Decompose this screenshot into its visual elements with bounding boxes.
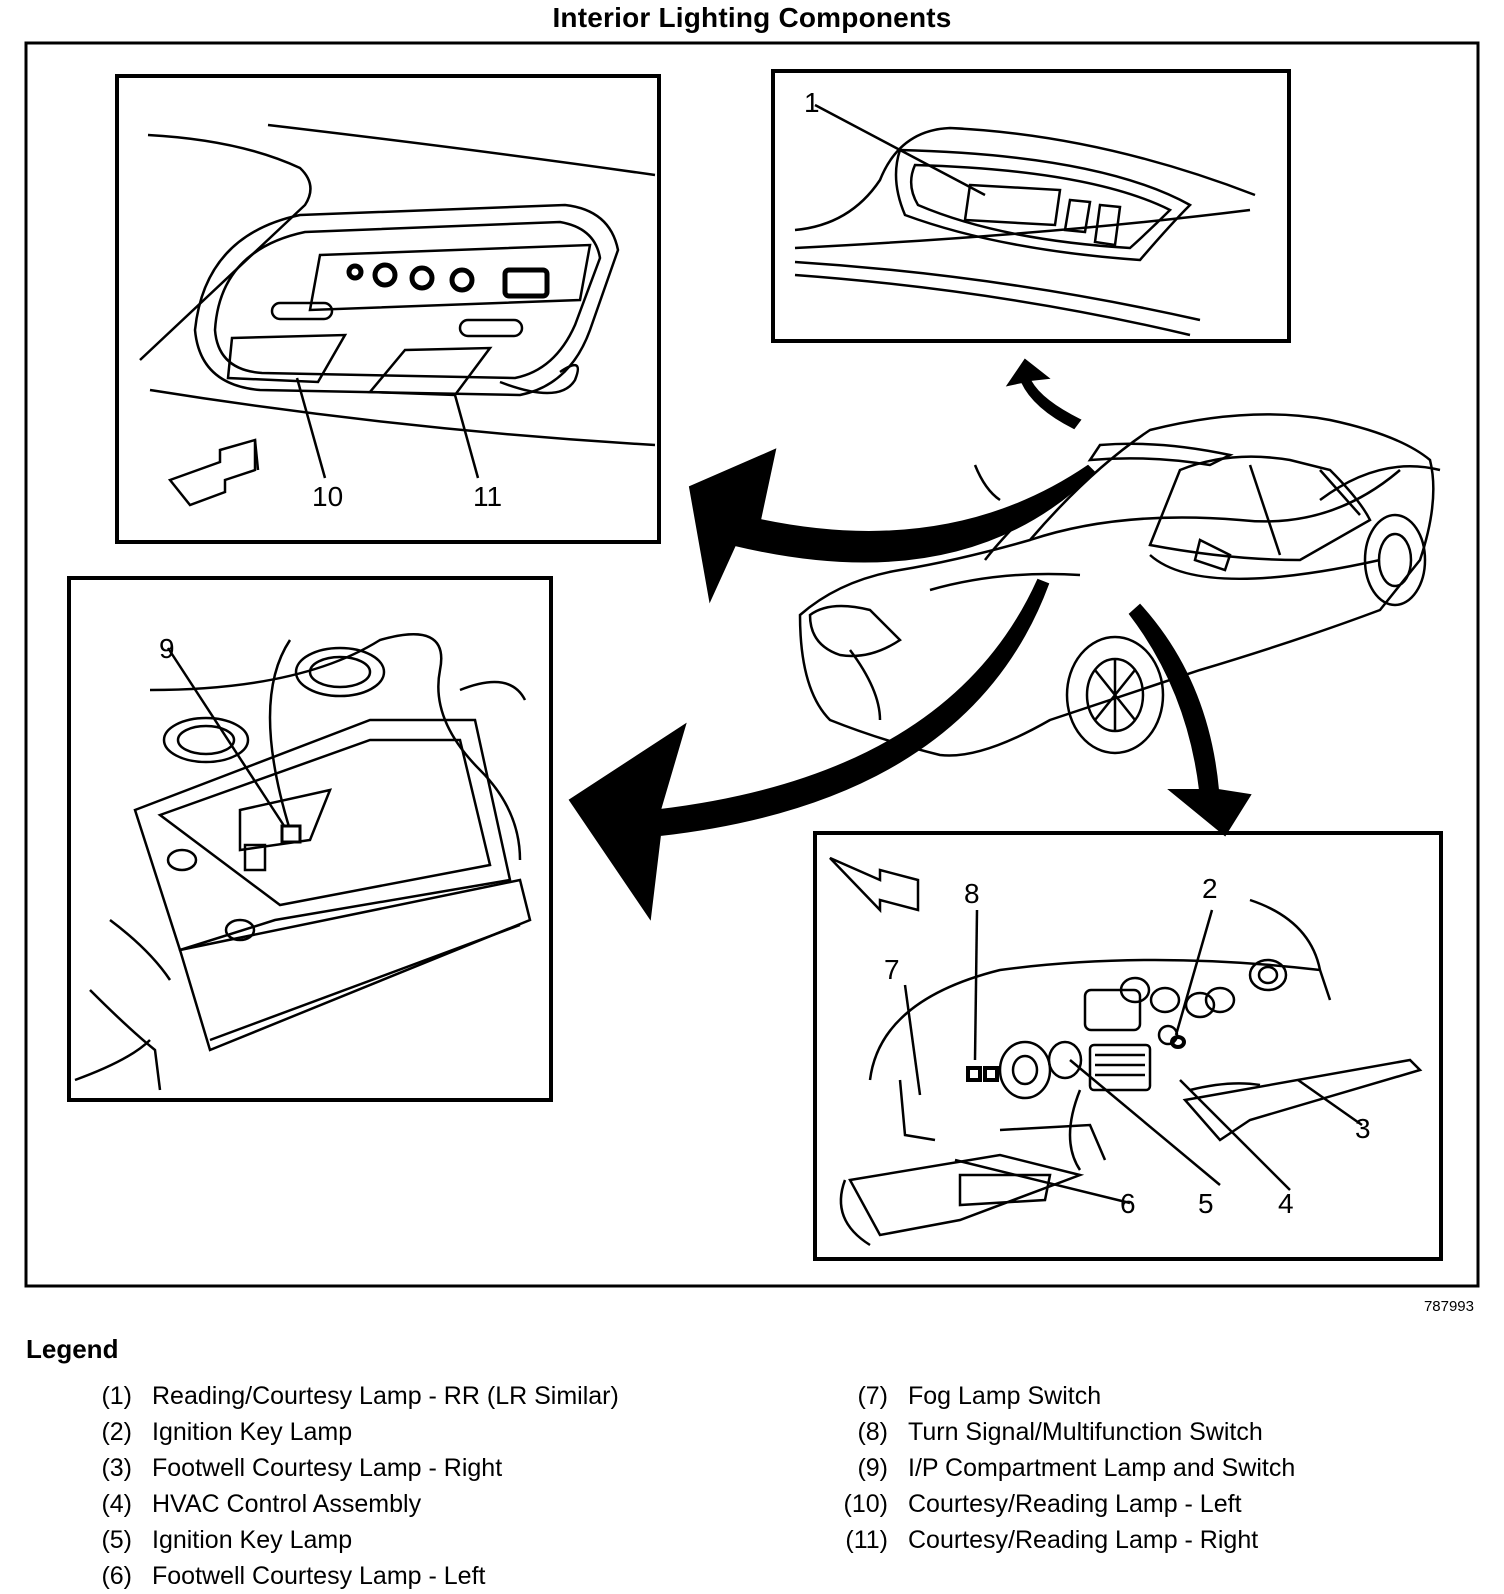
panel-overhead-console [115,74,661,544]
callout-8: 8 [964,878,980,909]
legend-left-column: (1)Reading/Courtesy Lamp - RR (LR Simila… [76,1378,619,1594]
interior-lighting-diagram: 1 2 3 4 5 6 7 8 9 10 11 [24,41,1480,1288]
callout-6: 6 [1120,1188,1136,1219]
callout-7: 7 [884,954,900,985]
callout-1: 1 [804,87,820,118]
figure-id: 787993 [1423,1298,1474,1315]
legend-item: (9)I/P Compartment Lamp and Switch [857,1454,1296,1482]
legend-item: (6)Footwell Courtesy Lamp - Left [101,1562,486,1590]
legend-item: (4)HVAC Control Assembly [101,1490,422,1518]
outer-frame [24,41,1480,1288]
panel-instrument-panel [813,831,1443,1261]
callout-10: 10 [312,481,343,512]
legend-item: (5)Ignition Key Lamp [101,1526,353,1554]
legend-item: (1)Reading/Courtesy Lamp - RR (LR Simila… [101,1382,619,1410]
callout-4: 4 [1278,1188,1294,1219]
callout-5: 5 [1198,1188,1214,1219]
callout-labels: 1 2 3 4 5 6 7 8 9 10 11 [159,87,1371,1219]
callout-9: 9 [159,633,175,664]
legend-item: (8)Turn Signal/Multifunction Switch [857,1418,1263,1446]
callout-2: 2 [1202,873,1218,904]
legend-item: (11)Courtesy/Reading Lamp - Right [845,1526,1259,1554]
pointer-arrows [568,358,1252,921]
legend-item: (2)Ignition Key Lamp [101,1418,353,1446]
legend-item: (10)Courtesy/Reading Lamp - Left [843,1490,1242,1518]
legend-heading: Legend [26,1334,119,1364]
callout-11: 11 [473,481,502,512]
legend-item: (7)Fog Lamp Switch [857,1382,1102,1410]
panel-rear-reading-lamp [771,69,1291,343]
car-illustration [798,413,1441,757]
panel-glove-box [67,576,553,1102]
diagram-title: Interior Lighting Components [552,2,952,33]
legend-right-column: (7)Fog Lamp Switch (8)Turn Signal/Multif… [832,1378,1296,1558]
legend-item: (3)Footwell Courtesy Lamp - Right [101,1454,503,1482]
callout-3: 3 [1355,1113,1371,1144]
